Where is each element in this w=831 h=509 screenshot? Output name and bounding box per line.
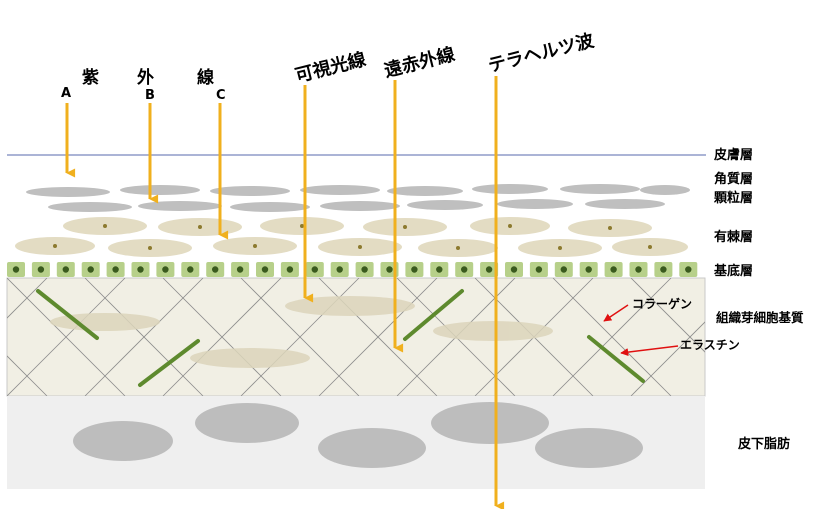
basal-cell-nucleus: [386, 266, 393, 273]
subcutaneous-layer: [7, 396, 705, 489]
radiation-rays: [65, 76, 505, 509]
basal-cell-nucleus: [485, 266, 493, 273]
fibroblast-patches: [50, 296, 553, 368]
basal-cell-nucleus: [286, 266, 294, 273]
basal-cell-nucleus: [12, 266, 20, 273]
terahertz-label: テラヘルツ波: [486, 29, 597, 77]
subcutaneous-label: 皮下脂肪: [737, 436, 790, 452]
basal-cell-nucleus: [311, 266, 318, 273]
spinous-layer-label: 有棘層: [714, 229, 753, 245]
basal-cell-nucleus: [87, 266, 94, 273]
basal-cell-nucleus: [635, 266, 642, 273]
basal-cell-row: [7, 262, 698, 277]
stratum-corneum-cells: [26, 184, 690, 212]
basal-cell-nucleus: [62, 266, 69, 273]
far-infrared-label: 遠赤外線: [382, 43, 457, 82]
basal-cell-nucleus: [162, 266, 169, 273]
basal-cell-nucleus: [336, 266, 343, 273]
granular-layer-label: 顆粒層: [714, 190, 753, 206]
basal-cell-nucleus: [212, 266, 219, 273]
uvb-band-label: B: [145, 88, 155, 103]
collagen-label: コラーゲン: [632, 296, 692, 311]
visible-light-label: 可視光線: [293, 48, 368, 87]
elastin-pointer-arrow: [620, 345, 679, 357]
basal-cell-nucleus: [610, 266, 617, 273]
collagen-mesh: [7, 278, 705, 396]
collagen-pointer-arrow: [603, 304, 629, 322]
spinous-cells: [15, 217, 688, 257]
basal-cell-nucleus: [236, 266, 244, 273]
basal-layer-label: 基底層: [713, 263, 753, 279]
basal-cell-nucleus: [37, 266, 45, 273]
basal-cell-nucleus: [361, 266, 368, 273]
basal-cell-nucleus: [461, 266, 468, 273]
stratum-corneum-label: 角質層: [714, 171, 753, 187]
basal-cell-nucleus: [137, 266, 144, 273]
skin-layer-label: 皮膚層: [713, 147, 753, 163]
basal-cell-nucleus: [436, 266, 443, 273]
basal-cell-nucleus: [112, 266, 119, 273]
basal-cell-nucleus: [411, 266, 418, 273]
uv-title-char-1: 紫: [82, 67, 99, 88]
dermis-layer: [6, 277, 706, 397]
basal-cell-nucleus: [535, 266, 543, 273]
uv-title-char-2: 外: [137, 67, 154, 88]
uvc-band-label: C: [216, 88, 226, 103]
basal-cell-nucleus: [560, 266, 567, 273]
basal-cell-nucleus: [261, 266, 269, 273]
elastin-fibers: [36, 289, 645, 387]
basal-cell-nucleus: [510, 266, 518, 273]
basal-cell-nucleus: [660, 266, 667, 273]
uv-title-char-3: 線: [197, 67, 214, 88]
basal-cell-nucleus: [585, 266, 592, 273]
elastin-label: エラスチン: [680, 338, 740, 352]
basal-cell-nucleus: [685, 266, 692, 273]
fiber-pointers: [603, 304, 679, 357]
fat-cells: [73, 402, 643, 468]
basal-cell-nucleus: [187, 266, 194, 273]
uva-band-label: A: [61, 86, 71, 101]
dermis-label: 組織芽細胞基質: [716, 310, 804, 325]
